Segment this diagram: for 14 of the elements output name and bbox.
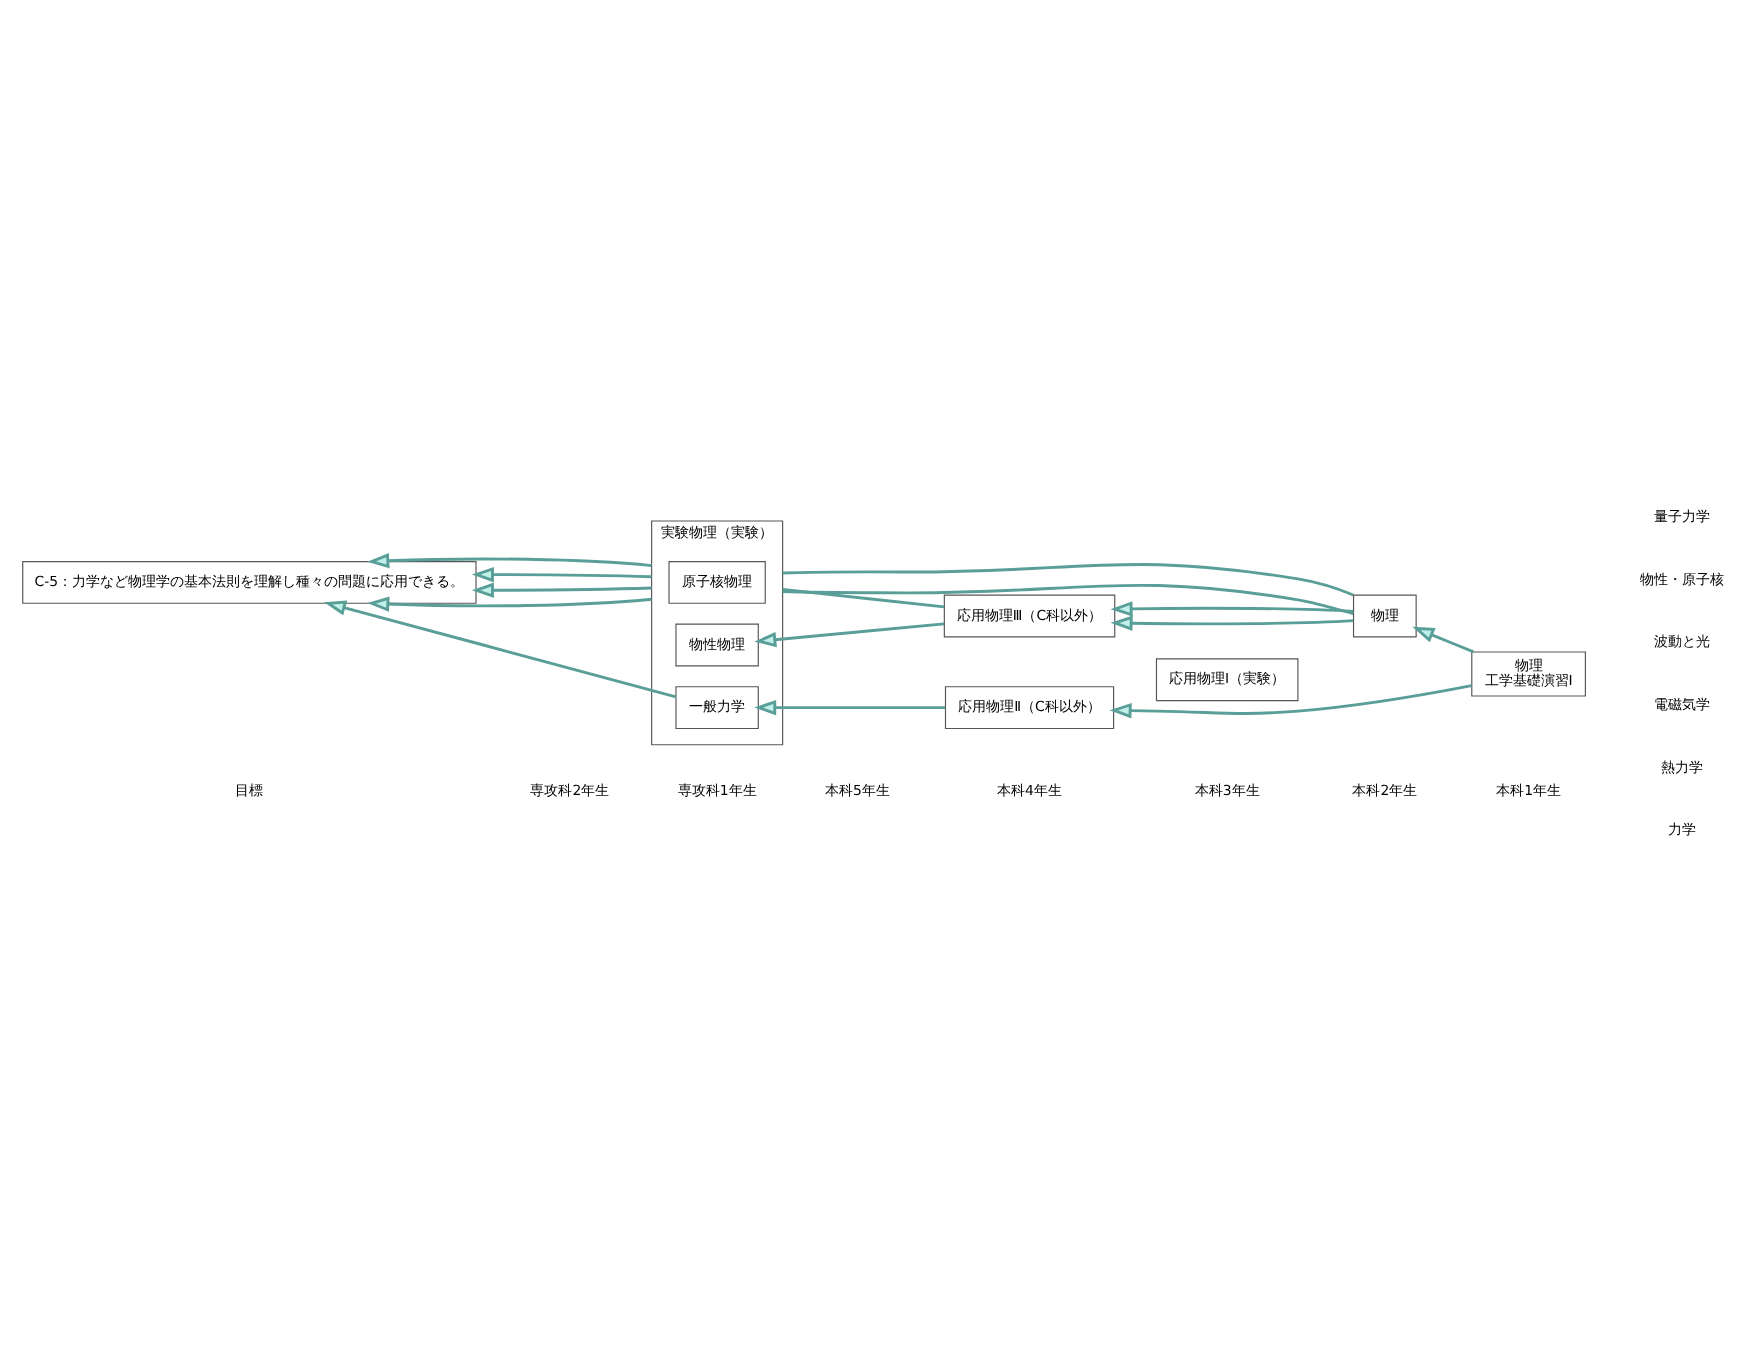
arrow xyxy=(323,600,677,699)
arrow xyxy=(1110,601,1354,617)
arrow xyxy=(367,553,652,569)
connector xyxy=(782,583,1354,615)
arrow xyxy=(1412,626,1475,654)
arrow xyxy=(471,582,652,598)
arrow xyxy=(367,596,652,612)
arrow xyxy=(1109,684,1472,719)
connector xyxy=(782,563,1354,597)
arrow xyxy=(754,622,945,648)
arrow xyxy=(471,566,652,583)
arrow xyxy=(754,699,946,716)
arrow xyxy=(1110,615,1354,631)
connector xyxy=(782,587,945,609)
